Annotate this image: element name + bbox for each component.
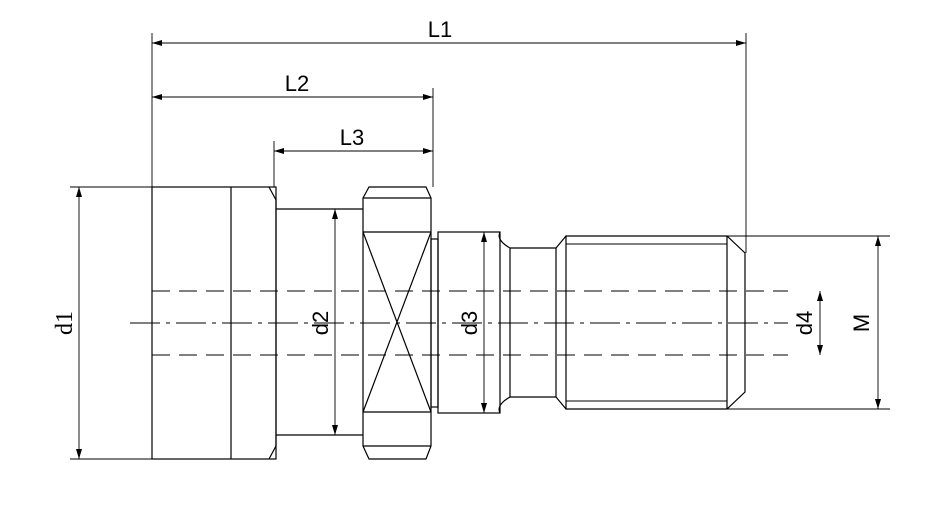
flange-chamfer [268,186,277,460]
label-l3: L3 [340,125,364,150]
part-body [151,186,746,460]
neck-d2 [276,208,363,436]
label-d1: d1 [52,311,78,335]
label-d2: d2 [308,311,333,335]
thread-m [565,235,746,410]
hex-nut [362,186,432,460]
label-l2: L2 [285,71,309,96]
label-d3: d3 [457,311,482,335]
label-l1: L1 [428,17,452,42]
extension-lines [70,33,890,460]
label-m: M [849,314,874,332]
label-d4: d4 [792,311,817,335]
shank-chamfer [555,235,567,410]
shank [510,247,556,398]
